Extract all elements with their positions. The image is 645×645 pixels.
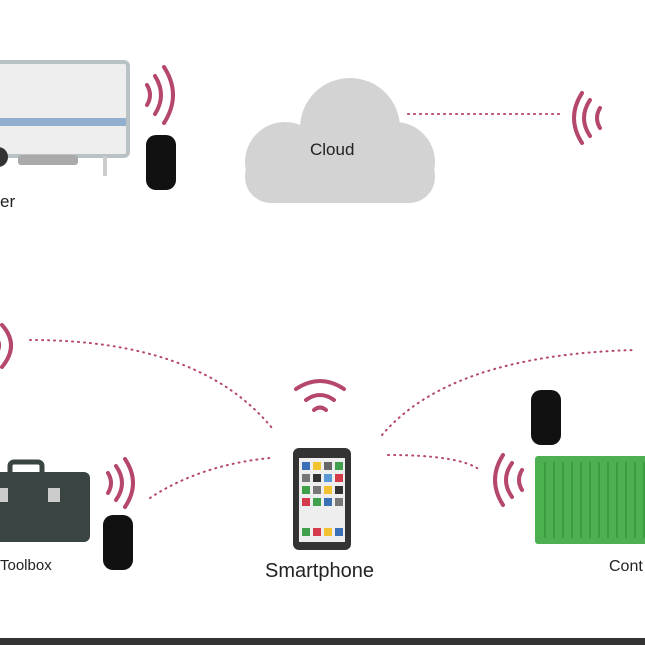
signal-waves-icon-trailer <box>145 65 175 125</box>
container-label: Cont <box>609 558 643 575</box>
dock-app-icon <box>335 528 343 536</box>
trailer-label: er <box>0 192 16 211</box>
app-icon <box>302 486 310 494</box>
app-icon <box>324 498 332 506</box>
app-icon <box>313 462 321 470</box>
app-icon <box>313 474 321 482</box>
app-icon <box>302 462 310 470</box>
app-icon <box>335 486 343 494</box>
dock-app-icon <box>313 528 321 536</box>
bottom-bar <box>0 638 645 645</box>
dock-app-icon <box>324 528 332 536</box>
toolbox-label: Toolbox <box>0 557 52 574</box>
smartphone-icon <box>293 448 351 550</box>
dock-app-icon <box>302 528 310 536</box>
smartphone-label: Smartphone <box>265 560 374 582</box>
app-icon <box>335 462 343 470</box>
shipping-container-icon <box>535 456 645 544</box>
app-icon <box>313 486 321 494</box>
signal-waves-icon-toolbox <box>106 457 135 509</box>
signal-waves-icon-smartphone <box>294 379 346 412</box>
connection-lines <box>29 113 636 499</box>
signal-waves-icon-container <box>493 453 524 507</box>
tracker-tag-icon <box>103 135 561 570</box>
app-icon <box>313 498 321 506</box>
app-icon <box>302 498 310 506</box>
app-icon <box>324 474 332 482</box>
signal-waves-icon-left <box>0 323 13 369</box>
toolbox-icon <box>0 459 90 542</box>
app-icon <box>302 474 310 482</box>
cloud-label: Cloud <box>310 140 355 159</box>
trailer-icon <box>0 60 130 176</box>
cloud-icon <box>245 78 435 203</box>
app-icon <box>335 474 343 482</box>
app-icon <box>335 498 343 506</box>
app-icon <box>324 462 332 470</box>
app-icon <box>324 486 332 494</box>
signal-waves-icon-right <box>572 91 602 145</box>
